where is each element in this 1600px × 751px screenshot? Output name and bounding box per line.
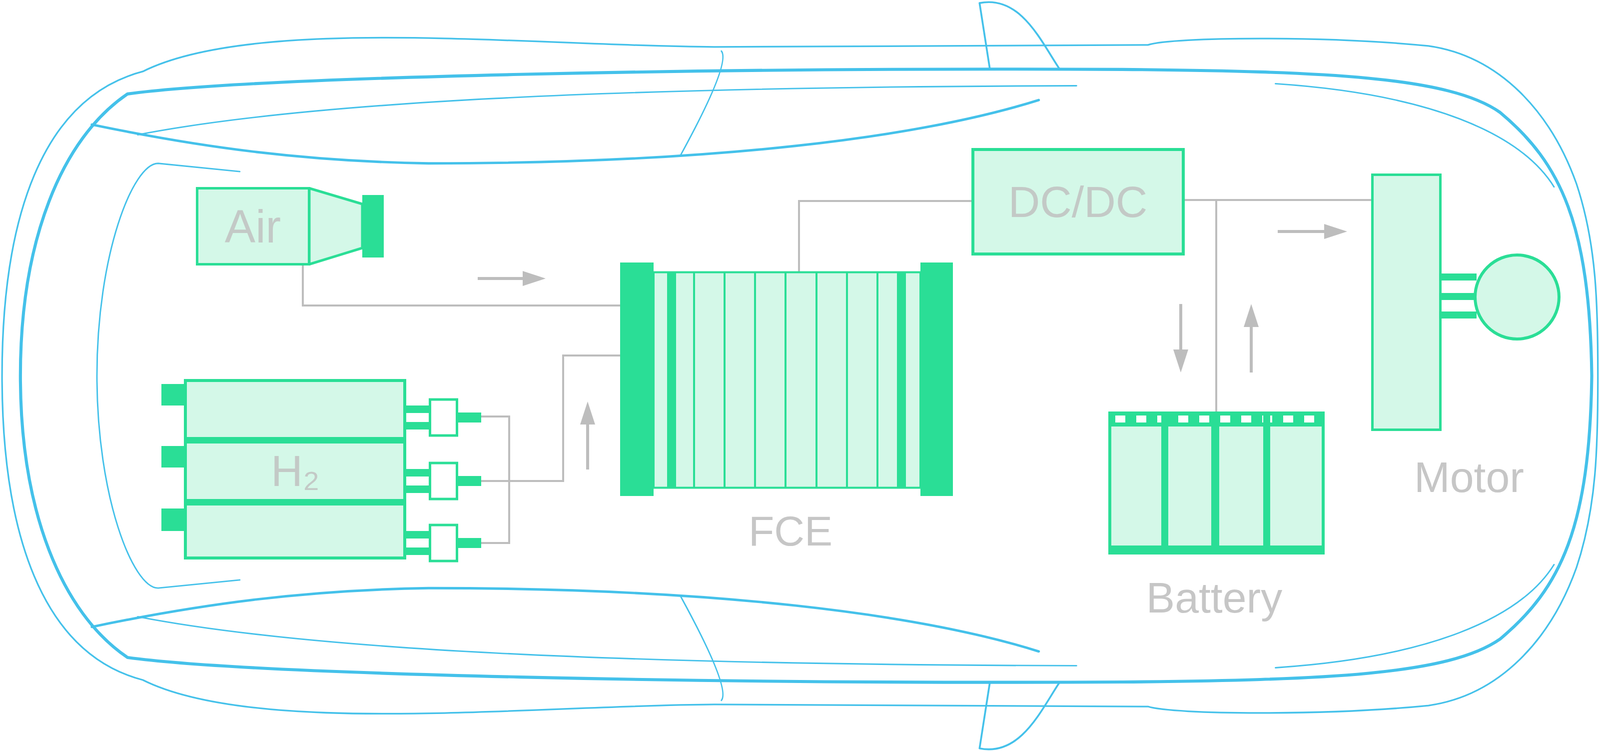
node-label: Motor: [1414, 455, 1525, 499]
node-label: Air: [224, 203, 281, 250]
connector: [1173, 199, 1259, 412]
node-label: Battery: [1146, 575, 1283, 619]
flow-arrow: [1243, 303, 1259, 373]
connector: [509, 355, 621, 481]
converter-node: DC/DC: [971, 147, 1185, 256]
connector: [799, 200, 972, 272]
battery-node: Battery: [1108, 411, 1325, 622]
hydrogen-tanks: [161, 378, 512, 565]
compressor-node: Air: [195, 186, 384, 266]
connector: [302, 265, 621, 306]
flow-arrow: [580, 401, 596, 470]
node-label: FCE: [748, 509, 833, 552]
node-label: DC/DC: [1008, 179, 1148, 224]
connector: [1184, 199, 1372, 239]
flow-arrow: [477, 270, 546, 286]
motor-shape: [1371, 173, 1561, 500]
compressor-shape: [195, 186, 384, 266]
flow-arrow: [1173, 303, 1189, 373]
manifold-line: [481, 416, 510, 543]
node-label: H₂: [270, 448, 320, 493]
flow-arrow: [1277, 223, 1348, 239]
stack-node: FCE: [620, 262, 953, 558]
motor-node: Motor: [1371, 173, 1561, 500]
tank-node: H₂: [161, 378, 512, 565]
